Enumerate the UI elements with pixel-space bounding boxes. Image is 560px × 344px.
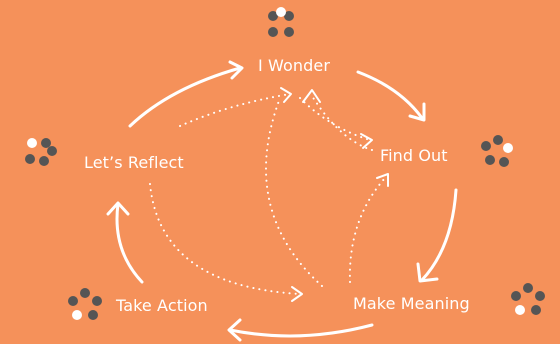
dotted-reflect-to-wonder	[179, 93, 291, 127]
dotted-find-to-wonder	[311, 95, 373, 151]
arrowhead-wonder-to-find	[408, 102, 426, 122]
five-dot-cluster-icon	[511, 283, 545, 315]
five-dot-cluster-icon	[68, 288, 102, 320]
dotted-arrows	[149, 93, 386, 295]
arrow-reflect-to-wonder	[128, 66, 242, 128]
arrowhead-dotted-meaning-to-find	[376, 173, 389, 187]
arrowhead-reflect-to-wonder	[228, 60, 244, 80]
dotted-meaning-to-find	[348, 177, 386, 283]
dotted-reflect-to-meaning	[149, 183, 301, 295]
dotted-wonder-to-find	[299, 97, 371, 141]
solid-arrows	[106, 60, 458, 342]
arrowhead-dotted-reflect-to-wonder	[280, 87, 292, 103]
node-make-meaning: Make Meaning	[353, 294, 470, 313]
arrowhead-dotted-reflect-to-meaning	[291, 286, 303, 302]
five-dot-cluster-icon	[25, 138, 57, 166]
dotted-meaning-to-wonder	[265, 97, 323, 287]
arrow-meaning-to-action	[228, 323, 374, 338]
arrow-wonder-to-find	[356, 70, 424, 120]
node-i-wonder: I Wonder	[258, 56, 330, 75]
arrowhead-dotted-wonder-to-find	[360, 133, 373, 149]
node-take-action: Take Action	[116, 296, 208, 315]
arrow-find-to-meaning	[420, 188, 458, 282]
arrowhead-action-to-reflect	[106, 201, 130, 216]
dotted-arrowheads	[280, 87, 389, 302]
five-dot-cluster-icon	[481, 135, 513, 167]
node-find-out: Find Out	[380, 146, 448, 165]
arrowhead-find-to-meaning	[416, 262, 439, 283]
arrowhead-meaning-to-action	[227, 318, 242, 342]
five-dot-cluster-icon	[268, 7, 294, 37]
node-lets-reflect: Let’s Reflect	[84, 153, 184, 172]
arrowhead-dotted-find-to-wonder	[302, 89, 321, 103]
arrow-action-to-reflect	[115, 202, 144, 284]
